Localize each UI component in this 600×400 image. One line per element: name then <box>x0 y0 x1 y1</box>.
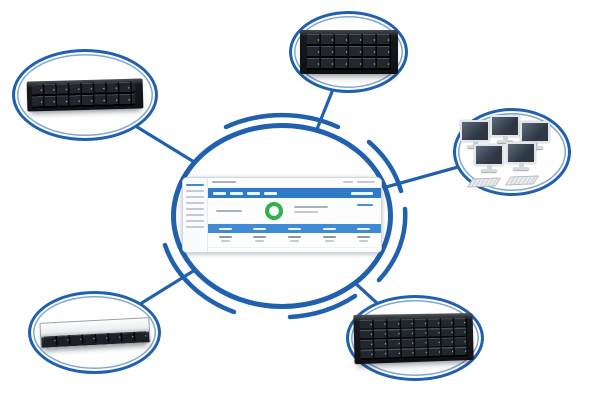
sidebar-menu-item <box>186 214 204 216</box>
text-placeholder <box>357 227 371 230</box>
status-panel <box>208 198 381 224</box>
orbit-arc-right-lower <box>376 206 408 283</box>
table-header <box>208 224 381 233</box>
workstation-cluster-image <box>460 114 564 190</box>
dashboard-toolbar <box>208 188 381 198</box>
node-workstations <box>453 108 571 196</box>
dashboard-main <box>208 178 381 252</box>
text-placeholder <box>357 235 371 238</box>
table-footer-area <box>208 248 381 252</box>
keyboard-icon <box>466 177 502 188</box>
breadcrumb-bar <box>208 178 381 188</box>
orbit-arc-top <box>223 112 341 130</box>
table-cell <box>208 233 243 247</box>
text-placeholder <box>212 181 236 183</box>
monitor-icon <box>474 144 504 172</box>
table-cell <box>346 233 381 247</box>
sidebar-menu-item <box>186 196 204 198</box>
text-placeholder <box>324 240 334 242</box>
dashboard-sidebar <box>183 178 208 252</box>
node-server-1u <box>28 291 161 374</box>
toolbar-button-placeholder <box>247 191 260 195</box>
toolbar-button-placeholder <box>264 191 277 195</box>
toolbar-button-placeholder <box>213 191 226 195</box>
health-donut-chart <box>265 202 283 220</box>
sidebar-menu-item <box>186 208 204 210</box>
orbit-arc-bottom-right <box>287 293 358 320</box>
text-placeholder <box>253 227 267 230</box>
dashboard-screenshot <box>182 177 382 253</box>
text-placeholder <box>294 206 328 208</box>
text-placeholder <box>357 181 375 183</box>
text-placeholder <box>322 227 336 230</box>
table-header-cell <box>346 227 381 230</box>
node-rack-server-2u <box>12 49 158 141</box>
sidebar-menu-item <box>186 190 204 192</box>
orbit-arc-left <box>162 242 237 315</box>
toolbar-button-placeholder <box>230 191 243 195</box>
text-placeholder <box>255 240 265 242</box>
text-placeholder <box>359 240 369 242</box>
table-cell <box>277 233 312 247</box>
table-header-cell <box>243 227 278 230</box>
text-placeholder <box>218 227 232 230</box>
table-header-cell <box>312 227 347 230</box>
monitor-icon <box>506 142 536 170</box>
monitor-icon <box>490 115 520 143</box>
text-placeholder <box>289 240 299 242</box>
sidebar-menu-item <box>186 202 204 204</box>
text-placeholder <box>220 240 230 242</box>
sidebar-menu-item <box>186 184 204 186</box>
table-cell <box>312 233 347 247</box>
table-cell <box>243 233 278 247</box>
storage-array-image <box>353 313 474 365</box>
text-placeholder <box>287 235 301 238</box>
table-header-cell <box>277 227 312 230</box>
text-placeholder <box>216 210 242 212</box>
sidebar-menu-item <box>186 226 204 228</box>
toolbar-button-placeholder <box>351 191 373 195</box>
node-storage-array <box>346 295 484 381</box>
text-placeholder <box>294 211 318 213</box>
keyboard-icon <box>504 175 540 186</box>
rack-server-3u-image <box>299 30 398 74</box>
text-placeholder <box>322 235 336 238</box>
rack-server-2u-image <box>26 78 144 112</box>
monitor-icon <box>460 120 490 148</box>
text-placeholder <box>343 181 353 183</box>
text-placeholder <box>253 235 267 238</box>
sidebar-menu-item <box>186 220 204 222</box>
link-placeholder <box>357 204 373 206</box>
orbit-arc-right-upper <box>366 139 404 194</box>
text-placeholder <box>218 235 232 238</box>
table-row <box>208 233 381 248</box>
text-placeholder <box>287 227 301 230</box>
table-header-cell <box>208 227 243 230</box>
node-rack-server-3u <box>289 11 408 93</box>
server-1u-image <box>38 316 151 349</box>
